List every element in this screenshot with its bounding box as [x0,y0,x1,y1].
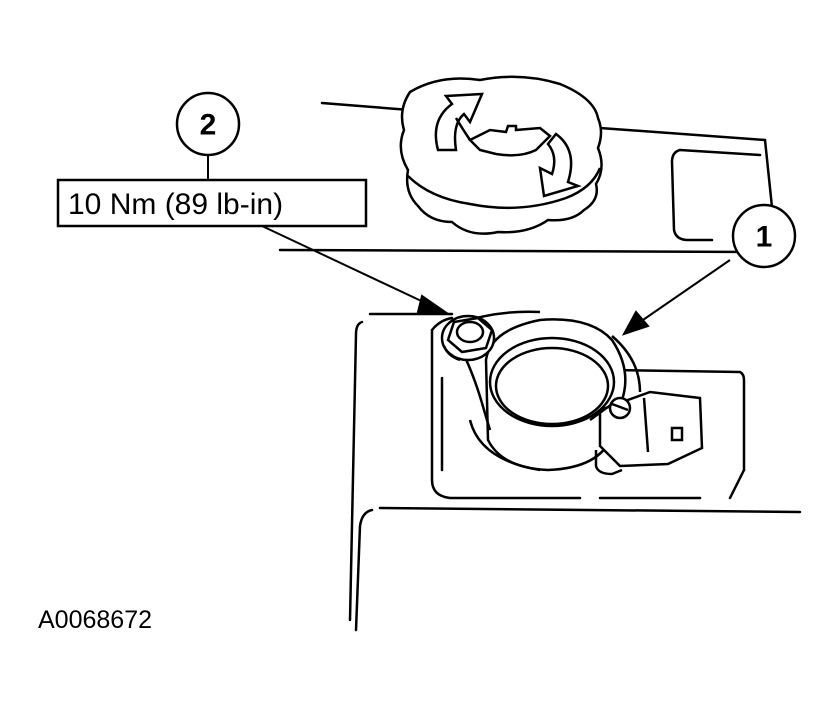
engine-surface-lines [278,101,802,632]
figure-id: A0068672 [38,606,152,634]
callout-2-number: 2 [200,109,217,142]
callout-1-number: 1 [756,221,773,254]
callout-2: 2 [175,91,241,157]
oil-filler-cap [399,75,603,235]
torque-spec-frame [56,178,368,228]
leader-lines [207,156,731,336]
callout-2-circle [175,91,241,157]
callout-1: 1 [731,203,797,269]
torque-spec-box: 10 Nm (89 lb-in) [56,178,368,228]
torque-spec-label: 10 Nm (89 lb-in) [68,188,283,221]
callout-1-circle [731,203,797,269]
mounting-bolt [440,314,496,362]
ignition-coil-bracket [448,310,704,476]
